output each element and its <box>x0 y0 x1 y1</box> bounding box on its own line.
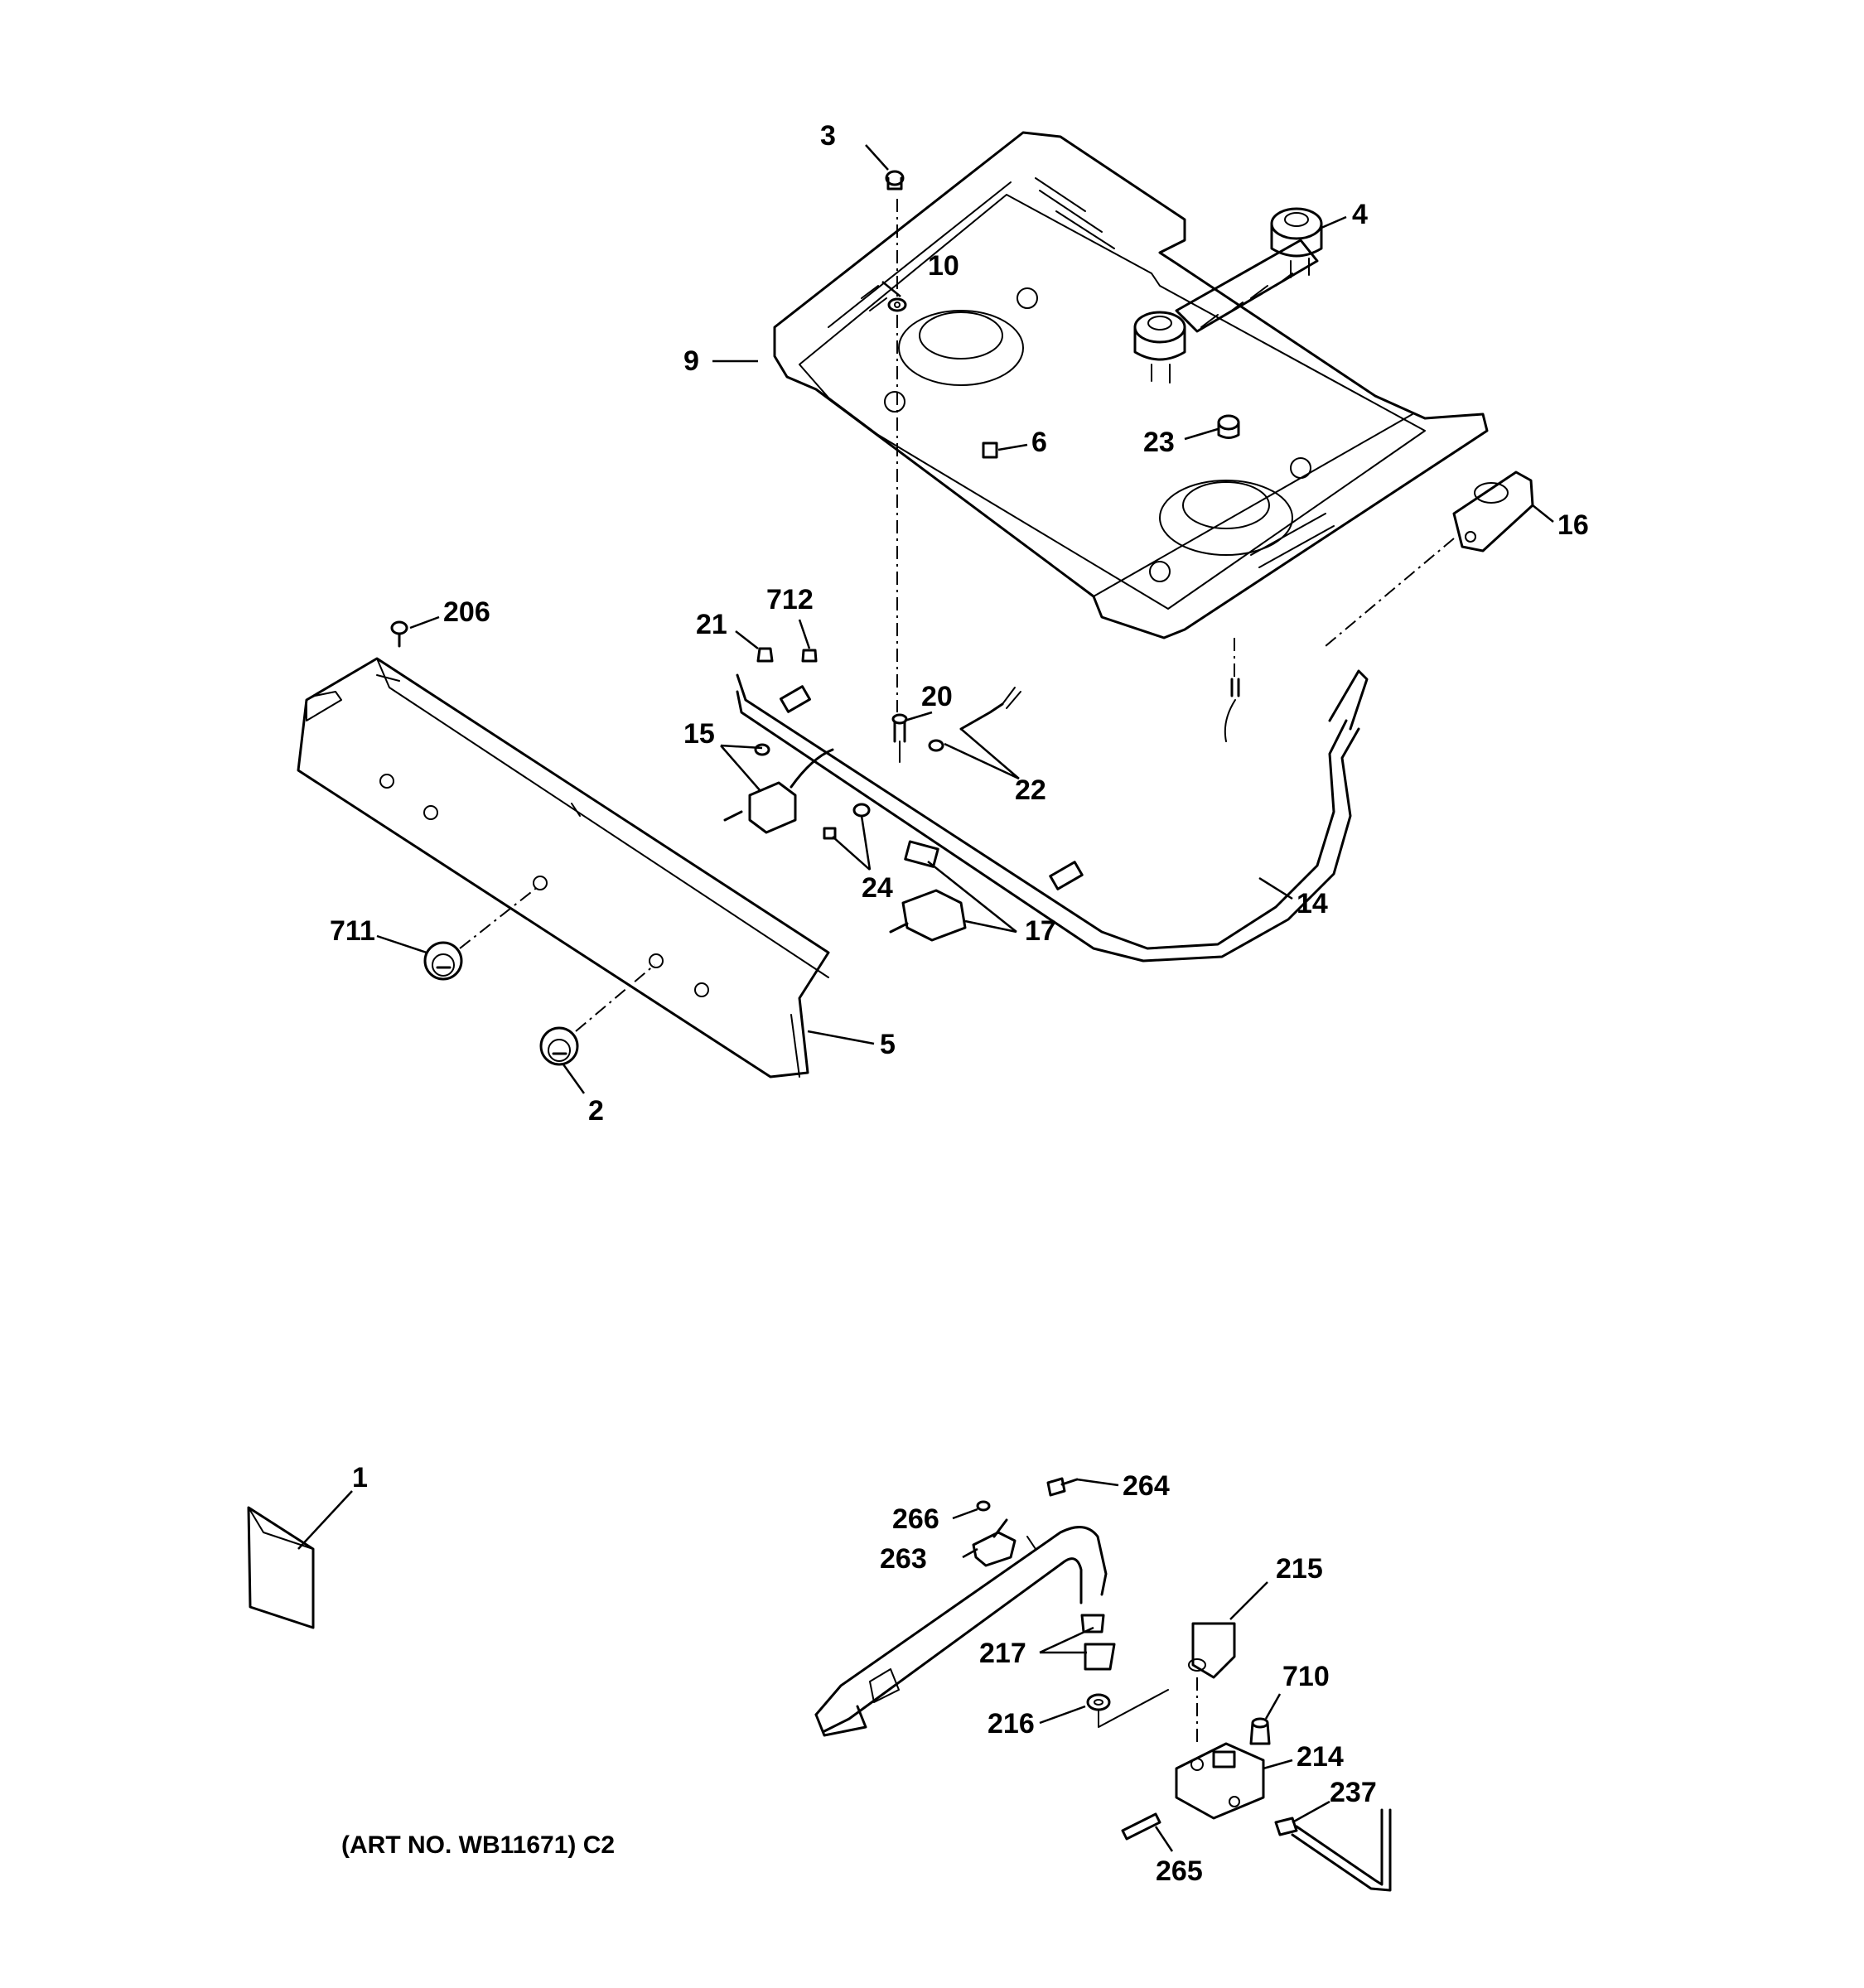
center-line <box>459 885 539 949</box>
callout-23: 23 <box>1143 427 1175 458</box>
callout-265: 265 <box>1156 1855 1203 1887</box>
fastener-10 <box>887 297 907 312</box>
connector-264 <box>1046 1477 1079 1497</box>
callout-labels: 3 4 10 9 6 23 16 206 21 712 20 15 22 24 … <box>330 120 1589 1887</box>
orifice-part <box>1224 678 1240 742</box>
center-line <box>575 964 655 1032</box>
screw-266 <box>976 1500 991 1512</box>
callout-5: 5 <box>880 1029 896 1060</box>
fitting-part-265 <box>1121 1812 1161 1841</box>
burner-valve-part-15 <box>723 743 834 834</box>
manifold-pipe-part <box>736 669 1369 963</box>
callout-4: 4 <box>1352 199 1368 230</box>
fastener-712 <box>801 649 818 663</box>
valve-part-17 <box>889 840 967 942</box>
thermocouple-part-22 <box>928 687 1021 752</box>
leader-lines <box>297 144 1554 1852</box>
bracket-part-16 <box>1452 470 1534 552</box>
callout-20: 20 <box>921 681 953 712</box>
callout-1: 1 <box>352 1462 368 1493</box>
fastener-3 <box>885 170 905 191</box>
screw-206 <box>390 620 408 648</box>
callout-264: 264 <box>1123 1470 1170 1502</box>
callout-2: 2 <box>588 1095 604 1127</box>
bracket-part-215 <box>1188 1622 1236 1679</box>
tubing-part-237 <box>1274 1808 1392 1892</box>
center-line <box>1098 1689 1169 1728</box>
control-panel-part <box>297 657 830 1078</box>
callout-206: 206 <box>443 596 490 628</box>
oven-burner-tube-part <box>814 1526 1108 1737</box>
callout-16: 16 <box>1557 509 1589 541</box>
callout-215: 215 <box>1276 1553 1323 1585</box>
fastener-23 <box>1217 414 1240 439</box>
callout-24: 24 <box>862 872 893 904</box>
cap-part-710 <box>1249 1717 1271 1745</box>
callout-266: 266 <box>892 1503 939 1535</box>
fastener-6 <box>982 442 998 459</box>
art-number-label: (ART NO. WB11671) C2 <box>341 1831 615 1859</box>
burner-tray-part <box>773 131 1489 639</box>
callout-3: 3 <box>820 120 836 152</box>
center-line <box>1325 538 1455 647</box>
callout-263: 263 <box>880 1543 927 1575</box>
callout-710: 710 <box>1282 1661 1330 1692</box>
callout-237: 237 <box>1330 1777 1377 1808</box>
clip-part-217 <box>1080 1614 1116 1671</box>
literature-envelope-part <box>247 1506 315 1629</box>
igniter-part-263 <box>972 1518 1017 1567</box>
callout-21: 21 <box>696 609 727 640</box>
callout-216: 216 <box>988 1708 1035 1740</box>
control-knob-2 <box>539 1026 579 1066</box>
fastener-21 <box>756 647 774 663</box>
callout-217: 217 <box>979 1638 1026 1669</box>
callout-10: 10 <box>928 250 959 282</box>
callout-14: 14 <box>1297 888 1328 919</box>
control-knob-711 <box>423 941 463 981</box>
callout-17: 17 <box>1025 915 1056 947</box>
top-burner-igniter-part <box>1133 207 1323 384</box>
callout-6: 6 <box>1031 427 1047 458</box>
callout-15: 15 <box>683 718 715 750</box>
callout-9: 9 <box>683 345 699 377</box>
callout-711: 711 <box>330 915 375 947</box>
callout-712: 712 <box>766 584 814 615</box>
callout-214: 214 <box>1297 1741 1344 1773</box>
washer-216 <box>1086 1693 1111 1711</box>
callout-22: 22 <box>1015 774 1046 806</box>
safety-valve-part-214 <box>1175 1742 1265 1820</box>
